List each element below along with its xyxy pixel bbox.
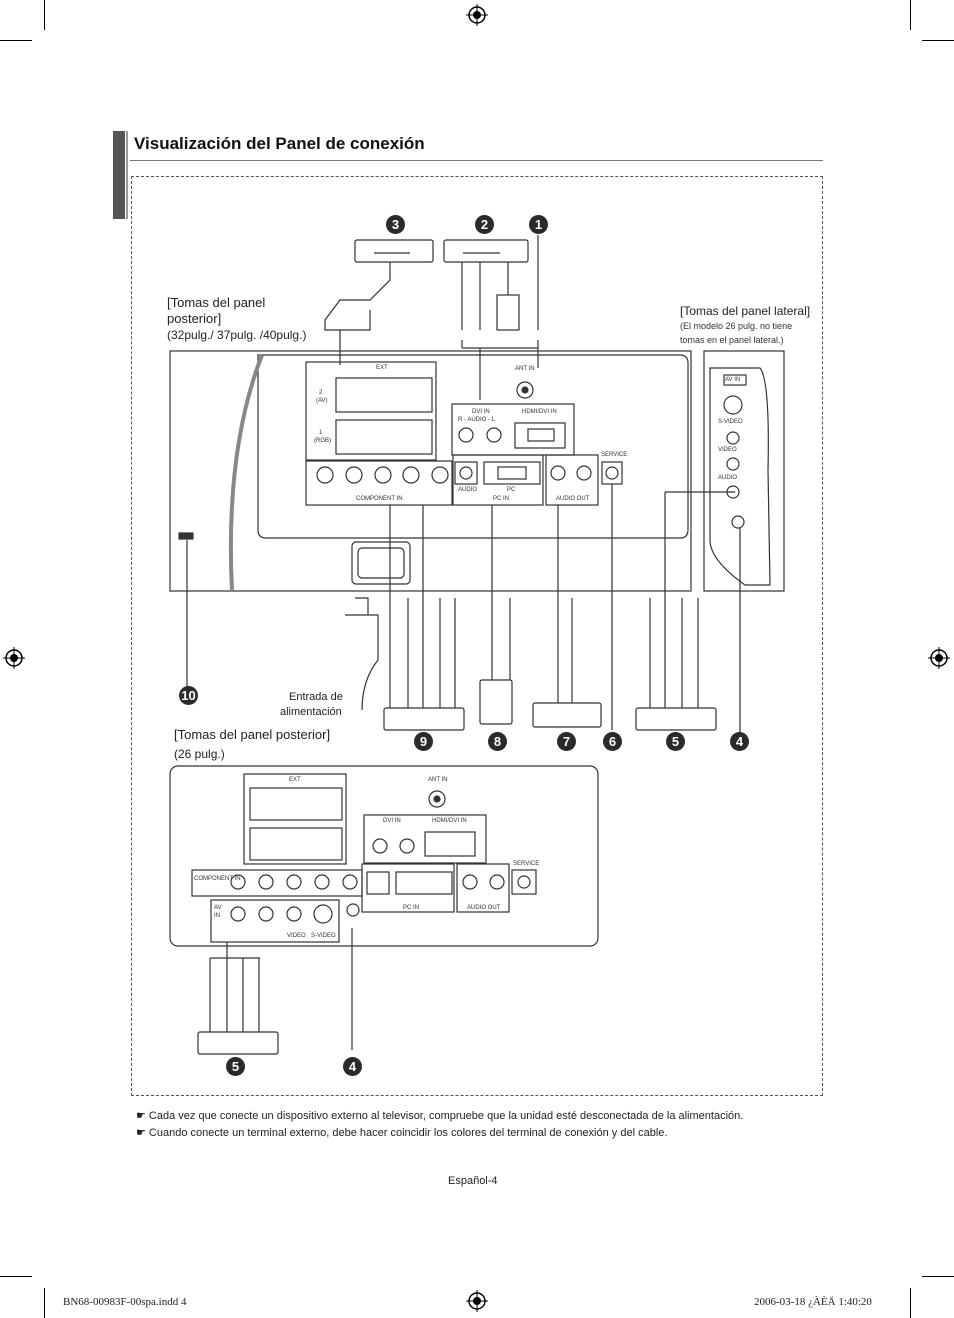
panel-label-av2: 2 [319,390,323,396]
connector-badge-8: 8 [488,732,507,751]
connector-badge-5: 5 [666,732,685,751]
connector-badge-9: 9 [414,732,433,751]
heading-bar [113,131,125,219]
panel-label-service: SERVICE [601,452,628,458]
side-panel-note-2: tomas en el panel lateral.) [680,335,784,345]
panel-label-ant-in: ANT IN [515,366,535,372]
connector-badge-4-small: 4 [343,1057,362,1076]
scart-device-icon [354,239,434,263]
side-panel [703,350,785,592]
page-number: Español-4 [448,1175,498,1187]
panel-label-video-26: VIDEO [287,933,306,939]
connector-badge-5-small: 5 [226,1057,245,1076]
panel-label-pc-in-26: PC IN [403,905,420,911]
note-1-text: Cada vez que conecte un dispositivo exte… [148,1110,744,1122]
panel-label-rgb1: 1 [319,430,323,436]
rear-panel-26 [169,765,599,947]
diagram-frame [131,176,823,1096]
connector-badge-6: 6 [603,732,622,751]
footer-date: 2006-03-18 ¿ÀÈÄ 1:40:20 [754,1296,872,1308]
note-1: ☛ Cada vez que conecte un dispositivo ex… [136,1109,743,1122]
crop-mark [910,1288,911,1318]
panel-label-audio-out-26: AUDIO OUT [467,905,501,911]
panel-label-video: VIDEO [718,447,737,453]
panel-label-side-audio: AUDIO [718,475,738,481]
registration-mark-icon [3,647,25,669]
side-panel-label: [Tomas del panel lateral] [680,304,811,318]
power-socket [351,541,411,585]
panel-label-s-video-26: S-VIDEO [311,933,336,939]
connector-badge-4: 4 [730,732,749,751]
note-2-text: Cuando conecte un terminal externo, debe… [148,1127,668,1139]
rear-panel-26-label: [Tomas del panel posterior] [174,727,331,742]
connector-badge-1: 1 [529,215,548,234]
scart-cable [324,262,391,331]
panel-label-s-video: S-VIDEO [718,419,743,425]
connector-badge-2: 2 [475,215,494,234]
rear-panel-32-40 [169,350,692,592]
crop-mark [922,1276,954,1277]
panel-label-hdmi-26: HDMI/DVI IN [432,818,467,824]
panel-label-hdmi: HDMI/DVI IN [522,409,557,415]
footer-file: BN68-00983F-00spa.indd 4 [63,1296,187,1308]
panel-label-ext-26: EXT [289,777,301,783]
power-cable [345,614,379,711]
panel-label-ext: EXT [376,365,388,371]
panel-label-dvi-in-26: DVI IN [383,818,401,824]
rear-panel-sizes: (32pulg./ 37pulg. /40pulg.) [167,328,307,342]
side-panel-note-1: (El modelo 26 pulg. no tiene [680,321,793,331]
power-input-label-1: Entrada de [289,691,343,703]
registration-mark-icon [466,4,488,26]
registration-mark-icon [466,1290,488,1312]
connector-badge-10: 10 [179,686,198,705]
rear-panel-26-size: (26 pulg.) [174,747,225,761]
panel-label-audio-rl: R - AUDIO - L [458,417,496,423]
crop-mark [44,1288,45,1318]
panel-label-av-26: AV [214,905,222,911]
av-device-icon [443,239,529,263]
hdmi-plug [496,294,520,331]
hand-pointer-icon: ☛ [136,1127,149,1139]
panel-label-audio-out: AUDIO OUT [556,496,590,502]
crop-mark [0,1276,32,1277]
rear-panel-label: [Tomas del panel posterior] [167,295,266,326]
panel-label-service-26: SERVICE [513,861,540,867]
crop-mark [0,40,32,41]
panel-label-av: (AV) [316,398,328,404]
heading-rule [130,160,823,161]
connector-badge-3: 3 [386,215,405,234]
panel-label-component-26: COMPONENT IN [194,876,241,882]
crop-mark [922,40,954,41]
crop-mark [910,0,911,30]
panel-label-rgb: (RGB) [314,438,331,444]
registration-mark-icon [928,647,950,669]
connector-badge-7: 7 [557,732,576,751]
hand-pointer-icon: ☛ [136,1110,149,1122]
panel-label-in-26: IN [214,913,220,919]
panel-label-audio: AUDIO [458,487,478,493]
page-title: Visualización del Panel de conexión [134,134,425,153]
panel-label-pc-in: PC IN [493,496,510,502]
panel-label-component-in: COMPONENT IN [356,496,403,502]
crop-mark [44,0,45,30]
panel-label-dvi-in: DVI IN [472,409,490,415]
panel-label-pc: PC [507,487,516,493]
note-2: ☛ Cuando conecte un terminal externo, de… [136,1126,667,1139]
panel-label-ant-in-26: ANT IN [428,777,448,783]
heading-bar-accent [126,131,128,219]
panel-label-av-in: AV IN [725,377,741,383]
power-input-label-2: alimentación [280,706,342,718]
